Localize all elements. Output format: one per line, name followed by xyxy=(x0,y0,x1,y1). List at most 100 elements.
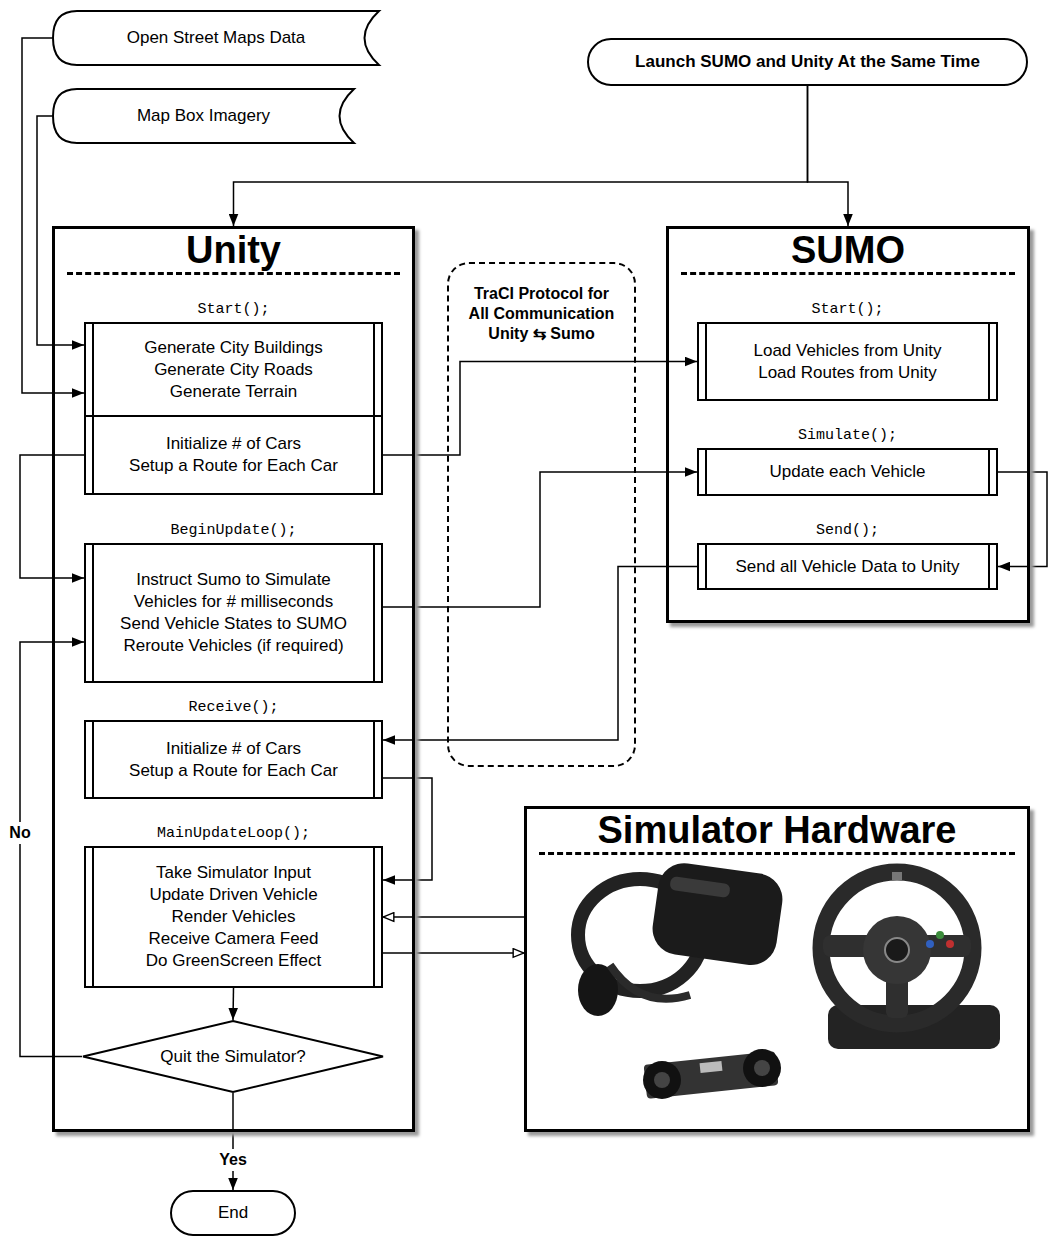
terminator: End xyxy=(170,1190,296,1236)
camera-lens-glass xyxy=(654,1072,670,1088)
text-line: Simulate(); xyxy=(699,426,996,446)
connector xyxy=(383,567,697,741)
text-line: Vehicles for # milliseconds xyxy=(120,591,347,613)
text-line: Setup a Route for Each Car xyxy=(129,760,338,782)
text-line: Reroute Vehicles (if required) xyxy=(120,635,347,657)
connector xyxy=(37,116,84,345)
text-line: Initialize # of Cars xyxy=(129,433,338,455)
data-source: Open Street Maps Data xyxy=(52,10,380,66)
text-line: TraCI Protocol for xyxy=(469,284,615,304)
panel-title: Unity xyxy=(67,229,400,275)
function-label: Receive(); xyxy=(86,698,381,718)
box-text: Map Box Imagery xyxy=(123,105,284,127)
text-line: Send Vehicle States to SUMO xyxy=(120,613,347,635)
process-box: BeginUpdate();Instruct Sumo to Simulate … xyxy=(84,543,383,683)
wheel-rim xyxy=(821,872,973,1024)
decision-diamond: Quit the Simulator? xyxy=(82,1020,384,1093)
box-text: Load Vehicles from Unity Load Routes fro… xyxy=(739,340,955,384)
text-line: Unity ⇆ Sumo xyxy=(469,324,615,344)
text-line: Send(); xyxy=(699,521,996,541)
box-text: Initialize # of Cars Setup a Route for E… xyxy=(115,433,352,477)
text-line: MainUpdateLoop(); xyxy=(86,824,381,844)
box-text: Update each Vehicle xyxy=(756,461,940,483)
wheel-button xyxy=(936,931,944,939)
data-source: Map Box Imagery xyxy=(52,88,355,144)
text-line: Load Routes from Unity xyxy=(753,362,941,384)
box-text: Open Street Maps Data xyxy=(113,27,320,49)
edge-label: Yes xyxy=(216,1149,250,1171)
text-line: Quit the Simulator? xyxy=(160,1046,306,1068)
wheel-marker xyxy=(892,872,902,880)
text-line: Simulator Hardware xyxy=(539,809,1015,851)
box-text: Send all Vehicle Data to Unity xyxy=(722,556,974,578)
box-text: Take Simulator Input Update Driven Vehic… xyxy=(132,862,335,972)
connector xyxy=(383,472,697,607)
text-line: Instruct Sumo to Simulate xyxy=(120,569,347,591)
process-box: Receive();Initialize # of Cars Setup a R… xyxy=(84,720,383,799)
text-line: Take Simulator Input xyxy=(146,862,321,884)
text-line: Open Street Maps Data xyxy=(127,27,306,49)
text-line: Generate City Roads xyxy=(144,359,323,381)
text-line: Receive Camera Feed xyxy=(146,928,321,950)
stereo-camera xyxy=(643,1049,781,1099)
headset-visor xyxy=(649,860,786,969)
box-text: Instruct Sumo to Simulate Vehicles for #… xyxy=(106,569,361,657)
box-text: Initialize # of Cars Setup a Route for E… xyxy=(115,738,352,782)
connector xyxy=(383,916,524,918)
text-line: Start(); xyxy=(699,300,996,320)
function-label: Simulate(); xyxy=(699,426,996,446)
box-text: End xyxy=(204,1202,262,1224)
connector xyxy=(998,472,1047,567)
text-line: All Communication xyxy=(469,304,615,324)
protocol-label: TraCI Protocol for All Communication Uni… xyxy=(463,282,621,346)
text-line: Start(); xyxy=(86,300,381,320)
vr-headset xyxy=(578,860,786,1016)
function-label: Start(); xyxy=(86,300,381,320)
connector xyxy=(383,362,697,456)
text-line: Launch SUMO and Unity At the Same Time xyxy=(635,51,980,73)
wheel-hub xyxy=(863,916,931,984)
process-box: Initialize # of Cars Setup a Route for E… xyxy=(84,415,383,495)
connector xyxy=(383,952,524,954)
text-line: Receive(); xyxy=(86,698,381,718)
function-label: Start(); xyxy=(699,300,996,320)
box-text: Launch SUMO and Unity At the Same Time xyxy=(621,51,994,73)
wheel-button xyxy=(946,940,954,948)
text-line: End xyxy=(218,1202,248,1224)
text-line: BeginUpdate(); xyxy=(86,521,381,541)
camera-lens xyxy=(643,1061,681,1099)
camera-lens xyxy=(743,1049,781,1087)
process-box: Simulate();Update each Vehicle xyxy=(697,448,998,496)
text-line: Unity xyxy=(67,229,400,271)
edge-label: No xyxy=(6,822,33,844)
text-line: Map Box Imagery xyxy=(137,105,270,127)
connector xyxy=(232,1093,234,1190)
function-label: MainUpdateLoop(); xyxy=(86,824,381,844)
swimlane-panel: UnityStart();Generate City Buildings Gen… xyxy=(52,226,415,1132)
text-line: Do GreenScreen Effect xyxy=(146,950,321,972)
stored-data-outline xyxy=(53,89,354,143)
text-line: Load Vehicles from Unity xyxy=(753,340,941,362)
wheel-logo xyxy=(885,938,909,962)
connector xyxy=(808,86,849,226)
protocol-region: TraCI Protocol for All Communication Uni… xyxy=(447,262,636,767)
function-label: Send(); xyxy=(699,521,996,541)
connector xyxy=(232,988,234,1020)
panel-title: Simulator Hardware xyxy=(539,809,1015,855)
text-line: Generate City Buildings xyxy=(144,337,323,359)
text-line: Update each Vehicle xyxy=(770,461,926,483)
text-line: SUMO xyxy=(681,229,1015,271)
text-line: Setup a Route for Each Car xyxy=(129,455,338,477)
process-box: MainUpdateLoop();Take Simulator Input Up… xyxy=(84,846,383,988)
steering-wheel xyxy=(821,872,1000,1049)
process-box: Start();Generate City Buildings Generate… xyxy=(84,322,383,417)
text-line: Initialize # of Cars xyxy=(129,738,338,760)
headset-arm xyxy=(610,965,690,999)
swimlane-panel: SUMO Start(); Load Vehicles from Unity Loa… xyxy=(666,226,1030,623)
camera-lens-glass xyxy=(754,1060,770,1076)
panel-title: SUMO xyxy=(681,229,1015,275)
function-label: BeginUpdate(); xyxy=(86,521,381,541)
headset-sensor xyxy=(669,876,730,898)
process-box: Send();Send all Vehicle Data to Unity xyxy=(697,543,998,590)
